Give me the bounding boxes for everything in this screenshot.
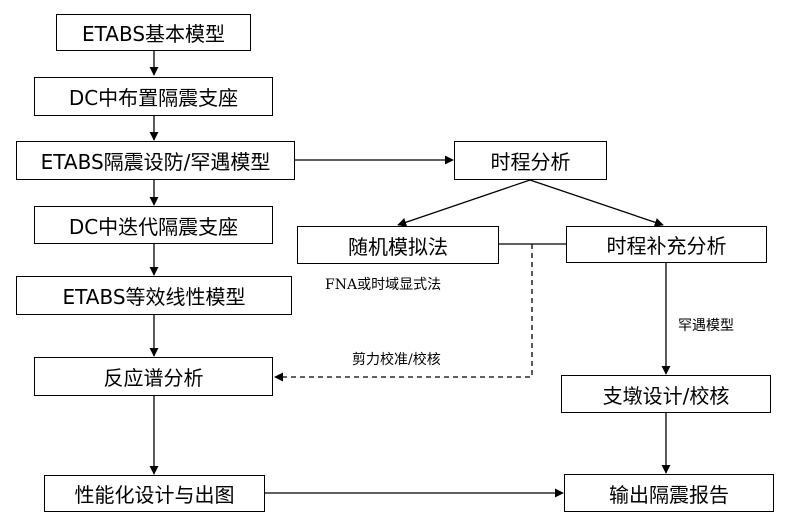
- node-etabs-equivalent-linear-model: ETABS等效线性模型: [16, 276, 292, 315]
- label-rare-model: 罕遇模型: [678, 318, 734, 334]
- node-performance-design-drawing: 性能化设计与出图: [44, 475, 265, 512]
- node-random-simulation-method: 随机模拟法: [297, 226, 499, 264]
- arrow-n8-n9: [397, 179, 531, 227]
- label-fna-method: FNA或时域显式法: [325, 277, 442, 293]
- node-supplementary-time-history: 时程补充分析: [566, 226, 767, 263]
- node-output-isolation-report: 输出隔震报告: [564, 474, 774, 512]
- node-time-history-analysis: 时程分析: [454, 141, 607, 180]
- node-dc-arrange-bearings: DC中布置隔震支座: [34, 77, 273, 116]
- node-etabs-fortification-rare-model: ETABS隔震设防/罕遇模型: [16, 141, 295, 180]
- node-etabs-basic-model: ETABS基本模型: [56, 14, 251, 51]
- label-shear-calibration: 剪力校准/校核: [352, 352, 441, 368]
- node-dc-iterate-bearings: DC中迭代隔震支座: [34, 206, 273, 244]
- arrow-n8-n10: [529, 179, 664, 227]
- node-pier-design-check: 支墩设计/校核: [561, 375, 771, 413]
- node-response-spectrum-analysis: 反应谱分析: [34, 357, 273, 396]
